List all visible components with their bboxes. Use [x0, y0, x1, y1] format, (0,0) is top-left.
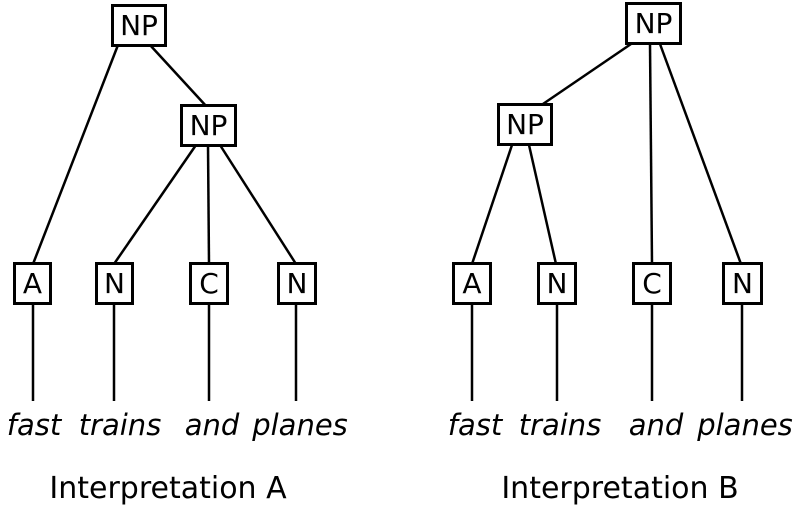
tree-a-inner-node: NP: [180, 104, 237, 147]
edge-a-inner-to-n2: [218, 144, 298, 265]
tree-a-leaf-noun-1: N: [95, 262, 134, 305]
tree-a-leaf-conjunction: C: [189, 262, 229, 305]
edge-b-inner-to-n1: [527, 144, 558, 265]
edge-a-root-to-leaf-a: [31, 44, 120, 265]
tree-a-word-and: and: [184, 408, 240, 442]
tree-a-caption: Interpretation A: [49, 471, 287, 506]
tree-a-word-fast: fast: [6, 408, 62, 442]
tree-a-root-node: NP: [111, 4, 167, 47]
edge-group: [31, 42, 744, 401]
tree-a-leaf-adjective: A: [13, 262, 52, 305]
tree-b-word-trains: trains: [518, 408, 602, 442]
edge-b-root-to-inner: [539, 42, 632, 108]
tree-a-leaf-noun-2: N: [277, 262, 317, 305]
tree-b-leaf-conjunction: C: [632, 262, 672, 305]
tree-b-caption: Interpretation B: [501, 471, 739, 506]
edge-a-root-to-inner: [149, 44, 208, 108]
tree-a-word-trains: trains: [78, 408, 162, 442]
edge-b-inner-to-a: [470, 144, 514, 265]
edge-a-inner-to-n1: [112, 144, 198, 265]
tree-b-word-and: and: [628, 408, 684, 442]
tree-b-root-node: NP: [625, 2, 682, 45]
tree-a-word-planes: planes: [252, 408, 348, 442]
edge-b-root-to-n2: [658, 43, 743, 265]
tree-b-word-planes: planes: [697, 408, 793, 442]
tree-b-leaf-noun-1: N: [537, 262, 577, 305]
tree-b-leaf-noun-2: N: [722, 262, 763, 305]
edge-a-inner-to-c: [206, 144, 211, 265]
tree-b-inner-node: NP: [497, 103, 553, 146]
tree-b-word-fast: fast: [447, 408, 503, 442]
edge-b-root-to-c: [648, 43, 654, 265]
tree-b-leaf-adjective: A: [452, 262, 492, 305]
